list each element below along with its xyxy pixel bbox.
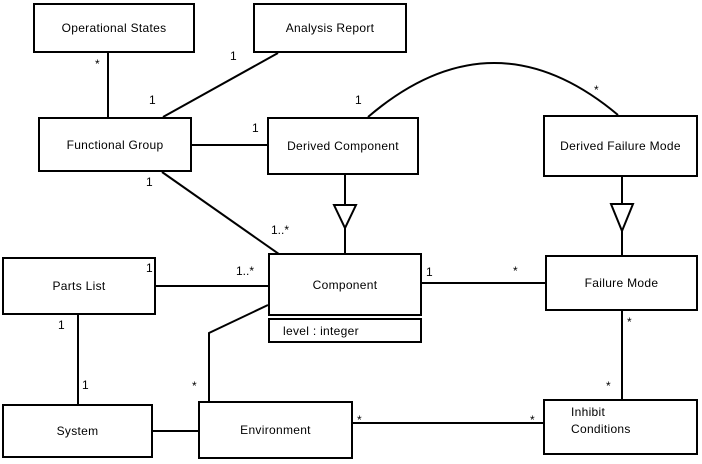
class-name-derived-component: Derived Component <box>287 139 399 153</box>
mult-arc-derived-failure-mode-end: * <box>594 83 599 97</box>
class-box-system: System <box>2 404 153 458</box>
class-name-inhibit-conditions: Inhibit Conditions <box>571 405 631 436</box>
mult-parts-list-right-end: 1 <box>146 261 153 275</box>
class-box-failure-mode: Failure Mode <box>545 255 698 311</box>
class-box-inhibit-conditions: Inhibit Conditions <box>543 399 698 455</box>
mult-component-top-end: 1..* <box>271 223 290 237</box>
connector-component-environment <box>208 304 269 401</box>
class-box-parts-list: Parts List <box>2 257 156 315</box>
mult-system-top-end: 1 <box>82 378 89 392</box>
class-name-failure-mode: Failure Mode <box>584 276 659 290</box>
mult-component-right-end: 1 <box>426 265 433 279</box>
mult-inhibit-conditions-left-end: * <box>530 413 535 427</box>
generalization-triangle-component <box>332 204 358 231</box>
mult-functional-group-bottom-end: 1 <box>146 175 153 189</box>
class-box-operational-states: Operational States <box>33 3 195 53</box>
mult-environment-top-end: * <box>192 379 197 393</box>
class-name-component: Component <box>312 277 378 292</box>
mult-environment-right-end: * <box>357 413 362 427</box>
mult-arc-derived-component-end: 1 <box>355 93 362 107</box>
class-box-derived-failure-mode: Derived Failure Mode <box>543 115 698 177</box>
class-name-system: System <box>56 424 99 438</box>
class-box-derived-component: Derived Component <box>267 117 419 175</box>
mult-failure-mode-bottom-end: * <box>627 315 632 329</box>
class-attributes-component: level : integer <box>268 318 422 343</box>
connector-arc-derived-component-derived-failure-mode <box>367 62 619 118</box>
class-name-functional-group: Functional Group <box>66 137 164 152</box>
connector-functional-group-component <box>161 171 287 260</box>
class-name-derived-failure-mode: Derived Failure Mode <box>560 139 681 153</box>
mult-parts-list-bottom-end: 1 <box>58 318 65 332</box>
attribute-level-integer: level : integer <box>283 323 359 338</box>
class-name-analysis-report: Analysis Report <box>285 21 375 35</box>
generalization-triangle-failure-mode <box>609 203 635 234</box>
class-name-parts-list: Parts List <box>52 279 106 293</box>
mult-analysis-report-end: 1 <box>230 49 237 63</box>
class-box-functional-group: Functional Group <box>38 117 192 172</box>
mult-failure-mode-left-end: * <box>513 264 518 278</box>
class-box-component: Component <box>268 253 422 316</box>
mult-operational-states-end: * <box>95 57 100 71</box>
class-box-environment: Environment <box>198 401 353 459</box>
connector-analysis-report-functional-group <box>162 52 279 118</box>
class-name-environment: Environment <box>240 423 311 437</box>
mult-derived-component-left-end: 1 <box>252 121 259 135</box>
class-box-analysis-report: Analysis Report <box>253 3 407 53</box>
mult-inhibit-conditions-top-end: * <box>606 379 611 393</box>
mult-component-left-end: 1..* <box>236 264 255 278</box>
class-name-operational-states: Operational States <box>61 21 167 35</box>
mult-functional-group-top-end: 1 <box>149 93 156 107</box>
